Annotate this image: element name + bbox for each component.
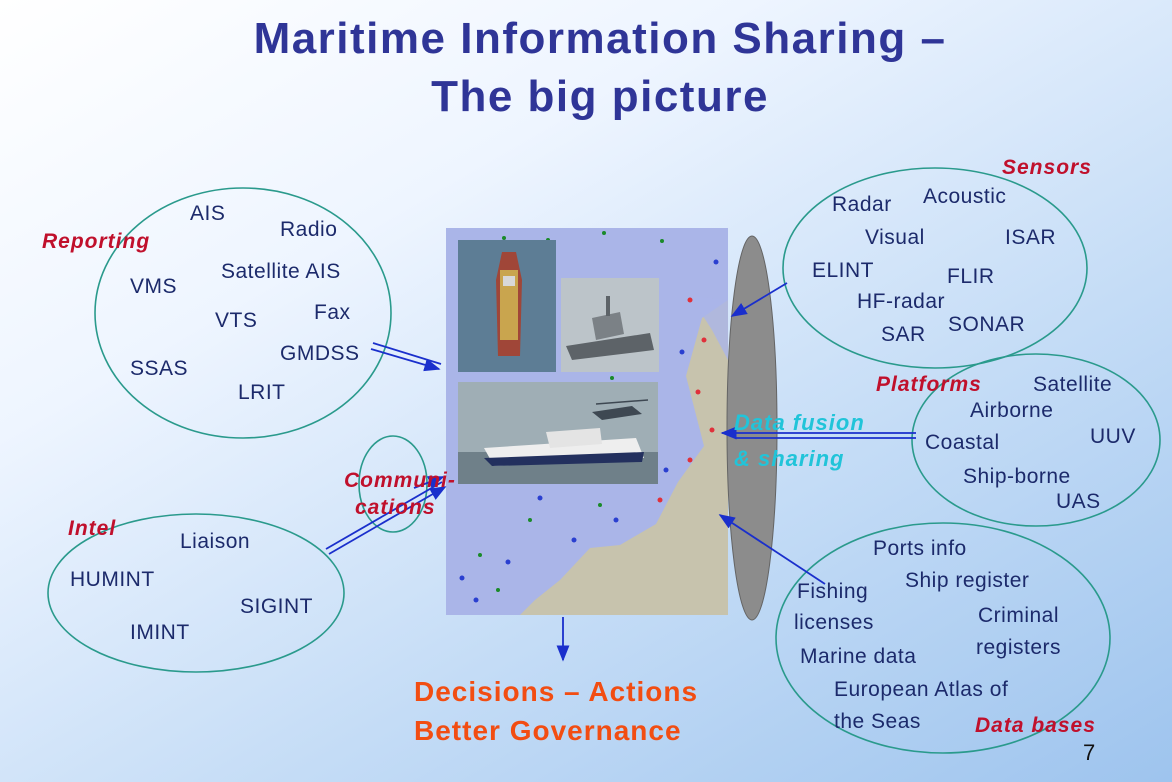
- communications-category-line1: Communi-: [344, 469, 456, 492]
- reporting-ellipse: [94, 187, 392, 439]
- sensors-item-sar: SAR: [881, 323, 926, 346]
- reporting-category: Reporting: [42, 230, 151, 253]
- intel-ellipse: [47, 513, 345, 673]
- databases-item-fishing: Fishing: [797, 580, 869, 603]
- databases-item-european-atlas: European Atlas of: [834, 678, 1009, 701]
- intel-item-humint: HUMINT: [70, 568, 155, 591]
- sensors-item-hf-radar: HF-radar: [857, 290, 946, 313]
- container-ship-photo: [458, 240, 556, 372]
- databases-item-criminal: Criminal: [978, 604, 1060, 627]
- databases-ellipse: [775, 522, 1111, 754]
- outcome-line1: Decisions – Actions: [414, 676, 699, 707]
- reporting-item-radio: Radio: [280, 218, 338, 241]
- reporting-item-fax: Fax: [314, 301, 351, 324]
- sensors-ellipse: [782, 167, 1088, 369]
- reporting-item-ais: AIS: [190, 202, 226, 225]
- sensors-item-elint: ELINT: [812, 259, 875, 282]
- reporting-item-lrit: LRIT: [238, 381, 286, 404]
- platforms-item-ship-borne: Ship-borne: [963, 465, 1071, 488]
- databases-category: Data bases: [975, 714, 1096, 737]
- databases-item-ship-register: Ship register: [905, 569, 1030, 592]
- sensors-arrow: [730, 282, 788, 317]
- platforms-category: Platforms: [876, 373, 982, 396]
- page-number: 7: [1083, 740, 1096, 765]
- sensors-item-visual: Visual: [865, 226, 925, 249]
- platforms-arrow: [720, 426, 916, 440]
- sensors-item-flir: FLIR: [947, 265, 995, 288]
- databases-item-marine-data: Marine data: [800, 645, 917, 668]
- databases-arrow: [718, 514, 826, 585]
- intel-item-sigint: SIGINT: [240, 595, 314, 618]
- outcome-line2: Better Governance: [414, 715, 682, 746]
- slide-title-line1: Maritime Information Sharing –: [253, 14, 947, 63]
- sensors-item-sonar: SONAR: [948, 313, 1026, 336]
- slide-title-line2: The big picture: [431, 72, 769, 121]
- reporting-item-vms: VMS: [130, 275, 178, 298]
- communications-arrow: [413, 476, 445, 489]
- sensors-category: Sensors: [1002, 156, 1092, 179]
- sensors-item-isar: ISAR: [1005, 226, 1057, 249]
- intel-category: Intel: [68, 517, 117, 540]
- data-fusion-label-line1: Data fusion: [734, 410, 865, 435]
- reporting-item-ssas: SSAS: [130, 357, 189, 380]
- intel-item-imint: IMINT: [130, 621, 190, 644]
- platforms-item-satellite: Satellite: [1033, 373, 1113, 396]
- databases-item-the-seas: the Seas: [834, 710, 921, 733]
- platforms-item-uuv: UUV: [1090, 425, 1136, 448]
- reporting-item-gmdss: GMDSS: [280, 342, 360, 365]
- communications-category-line2: cations: [355, 496, 436, 519]
- reporting-item-vts: VTS: [215, 309, 258, 332]
- platforms-item-airborne: Airborne: [970, 399, 1054, 422]
- sensors-item-acoustic: Acoustic: [923, 185, 1007, 208]
- intel-arrow: [325, 481, 447, 555]
- reporting-item-satellite-ais: Satellite AIS: [221, 260, 341, 283]
- platforms-item-uas: UAS: [1056, 490, 1101, 513]
- sensors-item-radar: Radar: [832, 193, 892, 216]
- situation-map: [446, 228, 728, 615]
- databases-item-ports-info: Ports info: [873, 537, 967, 560]
- warship-photo: [561, 278, 659, 372]
- platforms-ellipse: [911, 353, 1161, 527]
- platforms-item-coastal: Coastal: [925, 431, 1000, 454]
- patrol-vessel-photo: [458, 382, 658, 484]
- data-fusion-label-line2: & sharing: [734, 446, 845, 471]
- intel-item-liaison: Liaison: [180, 530, 251, 553]
- databases-item-registers: registers: [976, 636, 1062, 659]
- databases-item-licenses: licenses: [794, 611, 874, 634]
- reporting-arrow: [370, 342, 442, 372]
